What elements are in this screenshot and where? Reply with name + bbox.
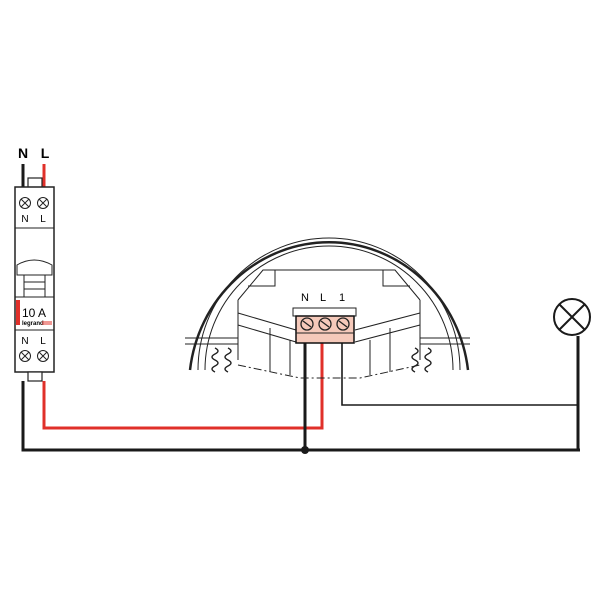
motion-detector: [185, 237, 470, 379]
spring-icon: [211, 347, 232, 373]
junction-dot: [301, 446, 309, 454]
screw-icon: [318, 317, 332, 331]
breaker-top-l-label: L: [40, 214, 46, 225]
screw-icon: [300, 317, 314, 331]
breaker-rating: 10 A: [22, 306, 46, 320]
breaker-top-n-label: N: [21, 214, 28, 225]
switched-output-wire: [341, 336, 579, 406]
lamp-icon: [553, 298, 591, 336]
status-indicator: [16, 300, 20, 325]
breaker-toggle[interactable]: [16, 259, 53, 276]
breaker-bottom-n-label: N: [21, 336, 28, 347]
terminal-block: N L 1: [292, 292, 357, 344]
supply-neutral-label: N: [18, 145, 28, 161]
spring-icon: [411, 347, 432, 373]
terminal-n-label: N: [301, 292, 309, 304]
terminal-l-label: L: [320, 292, 326, 304]
brand-logo: legrand: [22, 321, 44, 327]
supply-live-label: L: [41, 145, 50, 161]
live-wire: [42, 342, 324, 430]
terminal-1-label: 1: [339, 292, 345, 304]
circuit-breaker: N L 10 A legrand N L: [14, 177, 55, 382]
breaker-bottom-l-label: L: [40, 336, 46, 347]
neutral-wire: [21, 381, 580, 452]
screw-icon: [336, 317, 350, 331]
